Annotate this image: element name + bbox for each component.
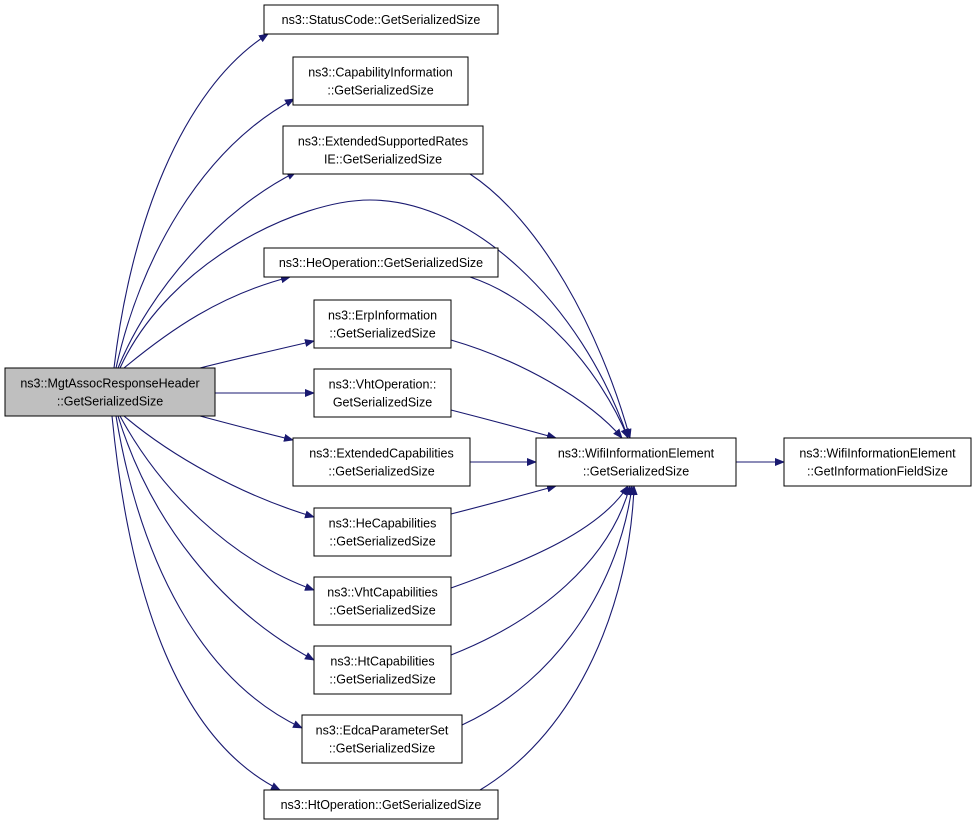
edge-root-to-status <box>113 33 269 369</box>
edge-root-to-capinfo <box>115 98 295 369</box>
edge-edca-to-wie <box>461 485 635 726</box>
node-box <box>313 507 452 557</box>
node-extrates[interactable]: ns3::ExtendedSupportedRatesIE::GetSerial… <box>282 125 484 175</box>
node-label-line: ns3::ExtendedCapabilities <box>309 447 454 461</box>
node-label-line: ns3::MgtAssocResponseHeader <box>20 377 199 391</box>
node-box <box>313 645 452 695</box>
node-box <box>263 789 499 820</box>
node-box <box>292 437 471 487</box>
node-erp[interactable]: ns3::ErpInformation::GetSerializedSize <box>313 299 452 349</box>
edge-root-to-heop <box>123 275 291 369</box>
node-label-line: ns3::ErpInformation <box>328 309 437 323</box>
edge-heop-to-wie <box>469 276 629 439</box>
node-box <box>783 437 972 487</box>
node-label-line: ::GetSerializedSize <box>328 465 434 479</box>
node-vhtop[interactable]: ns3::VhtOperation::GetSerializedSize <box>313 368 452 418</box>
edge-root-to-vhtcap <box>119 415 315 591</box>
node-label-line: GetSerializedSize <box>333 396 432 410</box>
edge-hecap-to-wie <box>450 484 557 515</box>
node-label-line: ns3::CapabilityInformation <box>308 66 453 80</box>
node-htcap[interactable]: ns3::HtCapabilities::GetSerializedSize <box>313 645 452 695</box>
node-box <box>313 299 452 349</box>
node-hecap[interactable]: ns3::HeCapabilities::GetSerializedSize <box>313 507 452 557</box>
node-label-line: ::GetSerializedSize <box>329 742 435 756</box>
node-label-line: ns3::EdcaParameterSet <box>316 724 449 738</box>
edge-root-to-htcap <box>117 415 315 661</box>
node-status[interactable]: ns3::StatusCode::GetSerializedSize <box>263 4 499 35</box>
edge-root-to-htop <box>111 415 281 791</box>
node-label-line: ::GetSerializedSize <box>57 395 163 409</box>
node-box <box>292 56 469 106</box>
node-label-line: ::GetSerializedSize <box>329 327 435 341</box>
edge-erp-to-wie <box>450 339 623 439</box>
node-box <box>263 4 499 35</box>
node-heop[interactable]: ns3::HeOperation::GetSerializedSize <box>263 247 499 278</box>
node-box <box>282 125 484 175</box>
node-label-line: ::GetSerializedSize <box>329 604 435 618</box>
edge-htcap-to-wie <box>450 485 632 656</box>
edge-vhtop-to-wie <box>450 409 557 440</box>
node-label-line: ns3::HtOperation::GetSerializedSize <box>281 798 482 812</box>
node-label-line: ::GetSerializedSize <box>329 535 435 549</box>
edge-root-to-wie <box>119 199 629 439</box>
node-label-line: ns3::ExtendedSupportedRates <box>298 135 468 149</box>
node-label-line: ns3::VhtCapabilities <box>327 586 437 600</box>
node-wiefield[interactable]: ns3::WifiInformationElement::GetInformat… <box>783 437 972 487</box>
node-label-line: ns3::WifiInformationElement <box>799 447 956 461</box>
node-label-line: ::GetSerializedSize <box>329 673 435 687</box>
node-capinfo[interactable]: ns3::CapabilityInformation::GetSerialize… <box>292 56 469 106</box>
node-wie[interactable]: ns3::WifiInformationElement::GetSerializ… <box>535 437 737 487</box>
node-box <box>535 437 737 487</box>
node-box <box>301 714 463 764</box>
edge-extrates-to-wie <box>469 173 632 439</box>
node-root[interactable]: ns3::MgtAssocResponseHeader::GetSerializ… <box>4 367 216 417</box>
edge-root-to-extcap <box>199 415 294 442</box>
node-box <box>313 368 452 418</box>
node-box <box>263 247 499 278</box>
edges-layer <box>111 33 785 791</box>
node-label-line: ns3::VhtOperation:: <box>329 378 437 392</box>
node-label-line: ns3::HeOperation::GetSerializedSize <box>279 256 483 270</box>
node-label-line: ns3::HeCapabilities <box>329 517 437 531</box>
edge-vhtcap-to-wie <box>450 485 629 589</box>
node-label-line: ns3::WifiInformationElement <box>558 447 715 461</box>
edge-root-to-extrates <box>117 171 297 369</box>
node-edca[interactable]: ns3::EdcaParameterSet::GetSerializedSize <box>301 714 463 764</box>
node-vhtcap[interactable]: ns3::VhtCapabilities::GetSerializedSize <box>313 576 452 626</box>
node-label-line: ns3::HtCapabilities <box>330 655 434 669</box>
edge-htop-to-wie <box>479 485 638 791</box>
node-box <box>313 576 452 626</box>
node-label-line: ::GetSerializedSize <box>583 465 689 479</box>
edge-root-to-hecap <box>123 415 315 519</box>
edge-root-to-erp <box>199 339 315 369</box>
node-extcap[interactable]: ns3::ExtendedCapabilities::GetSerialized… <box>292 437 471 487</box>
node-label-line: ns3::StatusCode::GetSerializedSize <box>282 13 481 27</box>
node-box <box>4 367 216 417</box>
node-label-line: ::GetInformationFieldSize <box>807 465 948 479</box>
node-label-line: ::GetSerializedSize <box>327 84 433 98</box>
node-label-line: IE::GetSerializedSize <box>324 153 442 167</box>
node-htop[interactable]: ns3::HtOperation::GetSerializedSize <box>263 789 499 820</box>
nodes-layer: ns3::MgtAssocResponseHeader::GetSerializ… <box>4 4 972 820</box>
edge-root-to-edca <box>115 415 303 729</box>
